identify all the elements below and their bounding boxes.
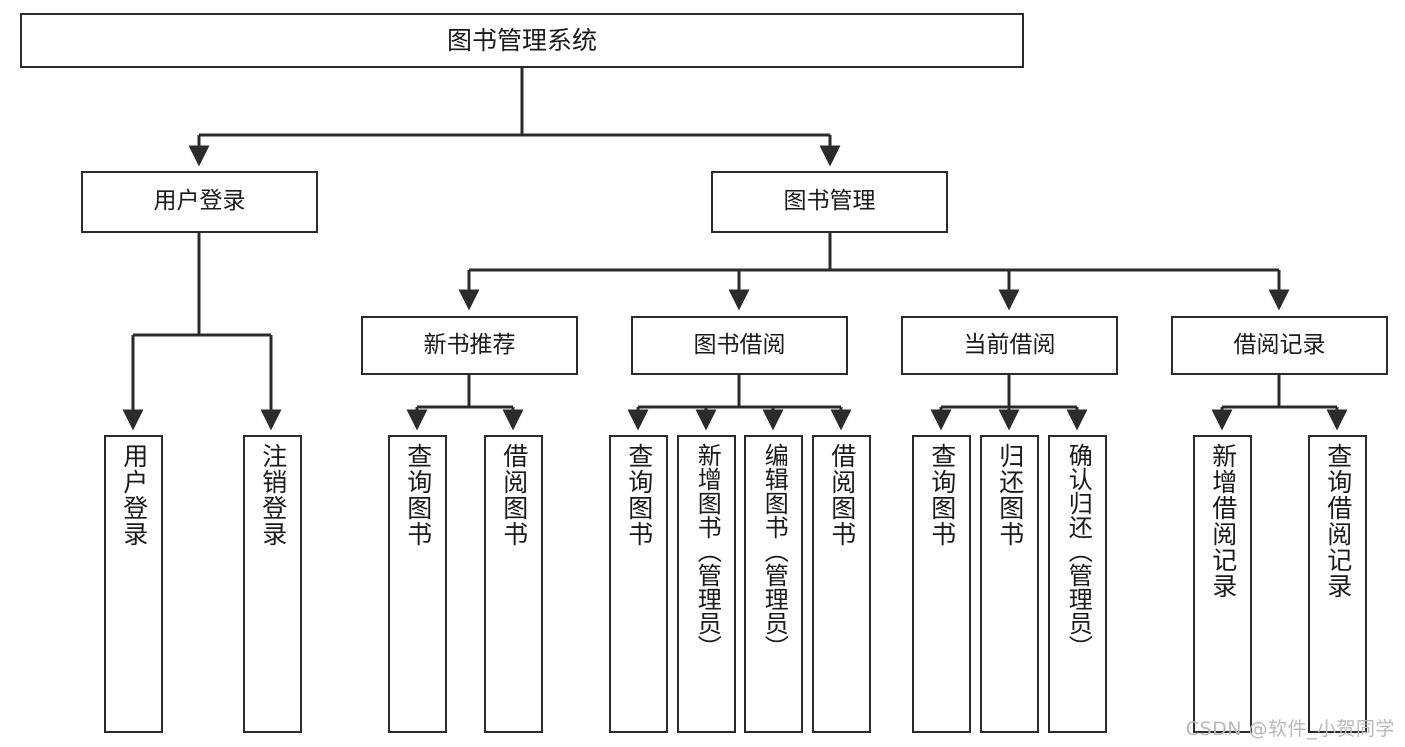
node-label: 归还图书 bbox=[995, 443, 1025, 547]
node-book-management[interactable]: 图书管理 bbox=[711, 171, 948, 233]
node-label: 图书管理 bbox=[783, 188, 876, 215]
leaf-current-borrow-query[interactable]: 查询图书 bbox=[912, 435, 971, 733]
leaf-book-borrow-borrow[interactable]: 借阅图书 bbox=[812, 435, 871, 733]
node-label: 注销登录 bbox=[258, 443, 288, 547]
leaf-user-login-signout[interactable]: 注销登录 bbox=[243, 435, 302, 733]
leaf-user-login-signin[interactable]: 用户登录 bbox=[104, 435, 163, 733]
node-label: 查询图书 bbox=[927, 443, 957, 547]
node-label: 查询借阅记录 bbox=[1323, 443, 1353, 599]
node-user-login[interactable]: 用户登录 bbox=[81, 171, 318, 233]
node-label: 图书管理系统 bbox=[446, 25, 597, 55]
leaf-borrow-record-query[interactable]: 查询借阅记录 bbox=[1308, 435, 1367, 733]
leaf-borrow-record-add[interactable]: 新增借阅记录 bbox=[1193, 435, 1252, 733]
node-label: 当前借阅 bbox=[963, 331, 1056, 358]
leaf-book-borrow-edit[interactable]: 编辑图书（管理员） bbox=[744, 435, 803, 733]
leaf-current-borrow-confirm-return[interactable]: 确认归还（管理员） bbox=[1048, 435, 1107, 733]
node-new-book-recommend[interactable]: 新书推荐 bbox=[361, 316, 578, 375]
leaf-current-borrow-return[interactable]: 归还图书 bbox=[980, 435, 1039, 733]
node-book-borrow[interactable]: 图书借阅 bbox=[631, 316, 848, 375]
leaf-book-borrow-query[interactable]: 查询图书 bbox=[609, 435, 668, 733]
node-label: 编辑图书（管理员） bbox=[760, 443, 789, 659]
node-label: 新书推荐 bbox=[423, 331, 516, 358]
node-label: 借阅记录 bbox=[1233, 331, 1326, 358]
leaf-new-book-borrow[interactable]: 借阅图书 bbox=[484, 435, 543, 733]
node-label: 新增图书（管理员） bbox=[693, 443, 722, 659]
leaf-new-book-query[interactable]: 查询图书 bbox=[388, 435, 447, 733]
node-label: 用户登录 bbox=[119, 443, 149, 547]
node-label: 新增借阅记录 bbox=[1208, 443, 1238, 599]
node-label: 借阅图书 bbox=[827, 443, 857, 547]
node-label: 查询图书 bbox=[403, 443, 433, 547]
leaf-book-borrow-add[interactable]: 新增图书（管理员） bbox=[677, 435, 736, 733]
node-current-borrow[interactable]: 当前借阅 bbox=[901, 316, 1118, 375]
node-borrow-record[interactable]: 借阅记录 bbox=[1171, 316, 1388, 375]
node-label: 查询图书 bbox=[624, 443, 654, 547]
node-label: 用户登录 bbox=[153, 188, 246, 215]
node-label: 确认归还（管理员） bbox=[1064, 443, 1093, 659]
node-label: 图书借阅 bbox=[693, 331, 786, 358]
node-root-system[interactable]: 图书管理系统 bbox=[20, 13, 1024, 68]
node-label: 借阅图书 bbox=[499, 443, 529, 547]
